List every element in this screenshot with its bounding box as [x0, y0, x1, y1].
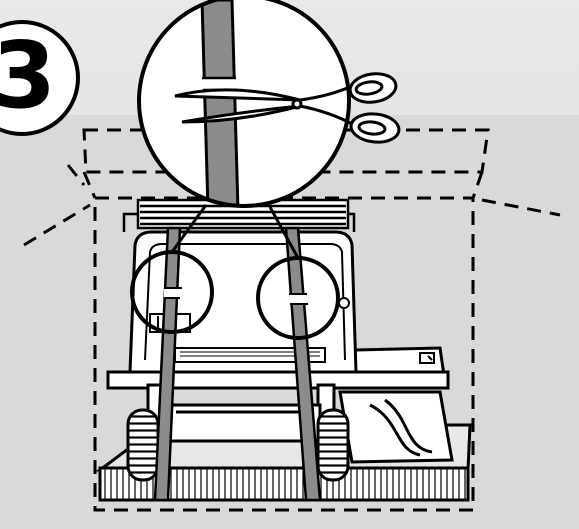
step-number: 3 [0, 22, 57, 129]
scissors-icon [174, 72, 401, 144]
step-badge [0, 20, 80, 136]
grill-wheel-left [126, 408, 160, 482]
grill-wheel-right [316, 408, 350, 482]
zoom-detail [137, 0, 351, 208]
zoom-callout-lines [170, 204, 300, 259]
